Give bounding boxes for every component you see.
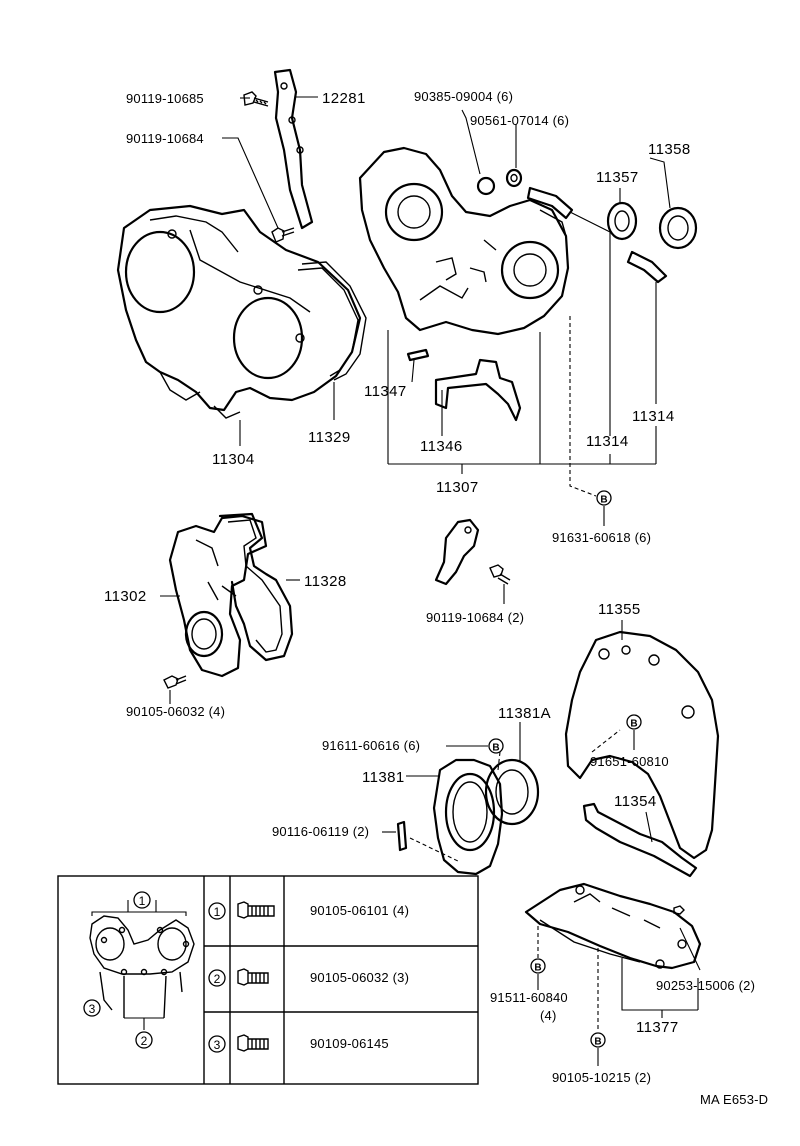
inset-marker-1: 1 bbox=[133, 891, 151, 909]
label-11347: 11347 bbox=[364, 383, 407, 400]
svg-text:3: 3 bbox=[214, 1038, 221, 1052]
label-11314-a: 11314 bbox=[586, 433, 629, 450]
label-11328: 11328 bbox=[304, 573, 347, 590]
bolt-90119-10685 bbox=[243, 91, 269, 107]
gasket-11354 bbox=[582, 802, 698, 878]
label-11329: 11329 bbox=[308, 429, 351, 446]
label-91651-60810: 91651-60810 bbox=[590, 754, 669, 769]
label-90119-10684-2: 90119-10684 (2) bbox=[426, 610, 524, 625]
label-11307: 11307 bbox=[436, 479, 479, 496]
pin-90116-06119 bbox=[396, 820, 408, 852]
label-12281: 12281 bbox=[322, 90, 366, 107]
oil-seal-11357 bbox=[606, 201, 638, 241]
callout-b-91611: B bbox=[488, 738, 504, 754]
callout-b-91511: B bbox=[530, 958, 546, 974]
label-11377: 11377 bbox=[636, 1019, 679, 1036]
label-91511-60840: 91511-60840 bbox=[490, 990, 568, 1005]
label-11314-b: 11314 bbox=[632, 408, 675, 425]
legend-row-3: 3 90109-06145 bbox=[208, 1034, 389, 1053]
bracket-12281 bbox=[273, 68, 314, 230]
inset-cover-sketch bbox=[89, 900, 195, 1030]
washer-90561-07014 bbox=[505, 168, 523, 188]
diagram-code: MA E653-D bbox=[700, 1092, 768, 1107]
label-11381A: 11381A bbox=[498, 705, 551, 722]
svg-text:B: B bbox=[534, 963, 541, 974]
oil-seal-11381A bbox=[484, 758, 540, 826]
label-11354: 11354 bbox=[614, 793, 657, 810]
bolt-legend-table: 1 2 3 1 90105-06101 (4) 2 bbox=[57, 875, 479, 1085]
label-90116-06119: 90116-06119 (2) bbox=[272, 824, 369, 839]
svg-text:B: B bbox=[594, 1037, 601, 1048]
callout-b-91631: B bbox=[596, 490, 612, 506]
timing-case-11307 bbox=[358, 146, 570, 336]
retainer-plate-11355 bbox=[564, 630, 720, 860]
callout-b-90105-10215: B bbox=[590, 1032, 606, 1048]
svg-text:3: 3 bbox=[89, 1002, 96, 1016]
label-90385-09004: 90385-09004 (6) bbox=[414, 89, 513, 104]
gasket-11329 bbox=[297, 261, 367, 381]
svg-text:2: 2 bbox=[214, 972, 221, 986]
label-90119-10684: 90119-10684 bbox=[126, 131, 204, 146]
bolt-90119-10684-lower bbox=[489, 564, 511, 585]
bracket-small bbox=[434, 518, 480, 586]
bolt-icon bbox=[237, 901, 275, 919]
legend-part-3: 90109-06145 bbox=[310, 1036, 389, 1051]
inset-marker-2: 2 bbox=[135, 1031, 153, 1049]
seal-segment-11314-lower bbox=[626, 250, 668, 284]
label-90561-07014: 90561-07014 (6) bbox=[470, 113, 569, 128]
svg-text:1: 1 bbox=[214, 905, 221, 919]
oil-pan-11377 bbox=[524, 882, 702, 970]
timing-cover-11304 bbox=[116, 204, 362, 419]
legend-row-2: 2 90105-06032 (3) bbox=[208, 968, 409, 987]
bolt-90105-06032 bbox=[163, 675, 187, 689]
gasket-11346 bbox=[434, 358, 522, 422]
legend-row-1: 1 90105-06101 (4) bbox=[208, 901, 409, 920]
legend-part-2: 90105-06032 (3) bbox=[310, 970, 409, 985]
plug-90253-15006 bbox=[673, 905, 685, 915]
label-91631-60618: 91631-60618 (6) bbox=[552, 530, 651, 545]
bolt-90119-10684-upper bbox=[271, 227, 295, 243]
label-91611-60616: 91611-60616 (6) bbox=[322, 738, 420, 753]
pin-11347 bbox=[406, 348, 430, 362]
svg-text:B: B bbox=[600, 495, 607, 506]
label-90105-10215: 90105-10215 (2) bbox=[552, 1070, 651, 1085]
label-11346: 11346 bbox=[420, 438, 463, 455]
timing-cover-11302 bbox=[168, 514, 268, 678]
bolt-icon bbox=[237, 968, 269, 986]
svg-text:2: 2 bbox=[141, 1034, 148, 1048]
inset-marker-3: 3 bbox=[83, 999, 101, 1017]
label-11358: 11358 bbox=[648, 141, 691, 158]
washer-90385-09004 bbox=[476, 176, 496, 196]
gasket-11328 bbox=[218, 512, 294, 662]
label-11304: 11304 bbox=[212, 451, 255, 468]
oil-seal-11358 bbox=[658, 206, 698, 250]
bolt-icon bbox=[237, 1034, 269, 1052]
svg-text:B: B bbox=[492, 743, 499, 754]
svg-text:1: 1 bbox=[139, 894, 146, 908]
svg-text:B: B bbox=[630, 719, 637, 730]
label-11302: 11302 bbox=[104, 588, 147, 605]
label-11381: 11381 bbox=[362, 769, 405, 786]
seal-segment-11314-upper bbox=[526, 186, 574, 220]
label-90119-10685: 90119-10685 bbox=[126, 91, 204, 106]
label-90105-06032: 90105-06032 (4) bbox=[126, 704, 225, 719]
label-11355: 11355 bbox=[598, 601, 641, 618]
retainer-11381 bbox=[432, 758, 504, 876]
label-90253-15006: 90253-15006 (2) bbox=[656, 978, 755, 993]
legend-part-1: 90105-06101 (4) bbox=[310, 903, 409, 918]
label-91511-qty: (4) bbox=[540, 1008, 557, 1023]
callout-b-91651: B bbox=[626, 714, 642, 730]
label-11357: 11357 bbox=[596, 169, 639, 186]
